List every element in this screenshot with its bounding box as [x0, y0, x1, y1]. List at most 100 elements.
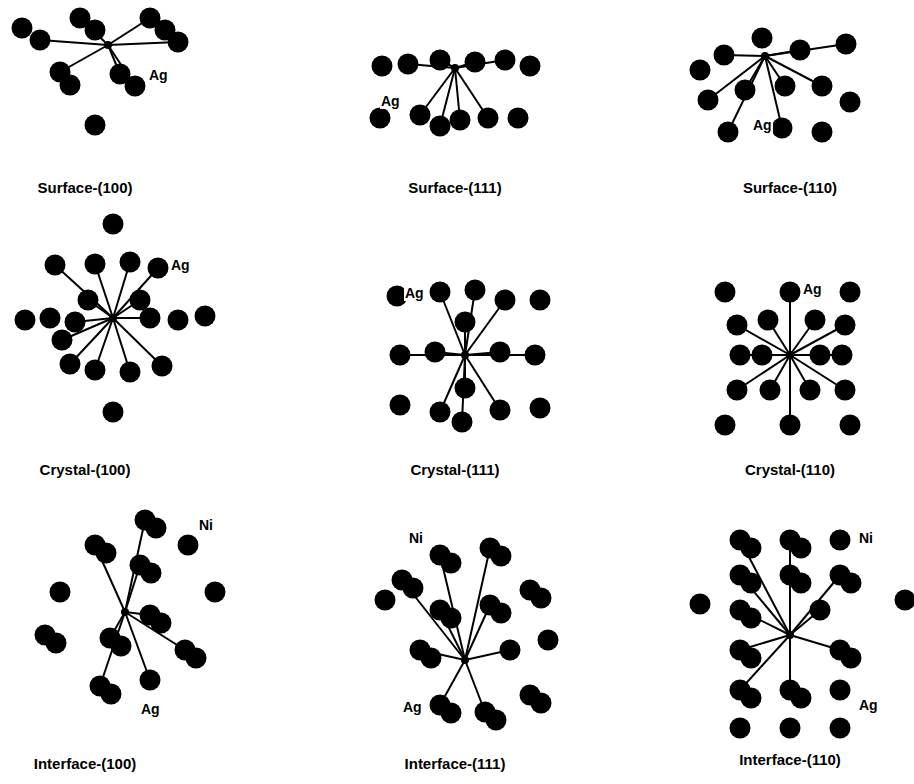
atom [840, 415, 861, 436]
atom-label: Ag [380, 94, 401, 109]
atom [45, 255, 66, 276]
atom [800, 380, 821, 401]
atom [430, 116, 451, 137]
atom-label: Ag [404, 286, 425, 301]
atom [430, 282, 451, 303]
panel-caption: Interface-(100) [34, 756, 137, 773]
atom [698, 90, 719, 111]
atom [840, 282, 861, 303]
atom [441, 608, 462, 629]
atom [50, 582, 71, 603]
atom-label: Ag [140, 702, 161, 717]
atom [718, 122, 739, 143]
central-atom [761, 52, 769, 60]
atom [495, 50, 516, 71]
atom [841, 648, 862, 669]
atom [430, 402, 451, 423]
atom [780, 282, 801, 303]
atom [836, 34, 857, 55]
panel-caption: Surface-(110) [743, 180, 837, 197]
atom [186, 648, 207, 669]
central-atom [461, 351, 469, 359]
atom [775, 76, 796, 97]
atom [455, 312, 476, 333]
atom [390, 395, 411, 416]
atom [690, 594, 711, 615]
atom [390, 345, 411, 366]
atom [441, 703, 462, 724]
atom [525, 345, 546, 366]
atom [727, 315, 748, 336]
atom [772, 118, 793, 139]
panel-caption: Crystal-(111) [410, 462, 499, 479]
atom [715, 415, 736, 436]
atom [148, 258, 169, 279]
atom [490, 342, 511, 363]
atom-label: Ag [802, 282, 823, 297]
atom [441, 553, 462, 574]
atom [60, 354, 81, 375]
atom [486, 710, 507, 731]
atom [812, 76, 833, 97]
atom-label: Ag [752, 118, 773, 133]
atom [495, 290, 516, 311]
atom [103, 214, 124, 235]
panel-caption: Crystal-(100) [40, 462, 131, 479]
atom [490, 400, 511, 421]
atom [146, 518, 167, 539]
atom-label: Ni [858, 531, 874, 546]
atom [140, 308, 161, 329]
atom [760, 380, 781, 401]
atom [101, 684, 122, 705]
atom [832, 345, 853, 366]
central-atom [109, 314, 117, 322]
atom [40, 308, 61, 329]
atom-label: Ni [198, 518, 214, 533]
atom [758, 310, 779, 331]
panel-caption: Interface-(110) [739, 752, 841, 769]
atom [508, 108, 529, 129]
atom [205, 582, 226, 603]
atom [410, 105, 431, 126]
bond-line [125, 612, 185, 650]
central-atom [461, 656, 469, 664]
atom [178, 535, 199, 556]
atom [752, 28, 773, 49]
atom [741, 538, 762, 559]
atom [895, 590, 914, 611]
atom [85, 115, 106, 136]
atom [830, 680, 851, 701]
atom [78, 290, 99, 311]
atom [790, 40, 811, 61]
atom [15, 310, 36, 331]
atom [730, 718, 751, 739]
panel-caption: Surface-(100) [37, 180, 132, 197]
atom [130, 290, 151, 311]
atom [810, 345, 831, 366]
atom [85, 254, 106, 275]
atom [791, 573, 812, 594]
atom [835, 380, 856, 401]
atom [370, 108, 391, 129]
atom [538, 630, 559, 651]
atom [195, 306, 216, 327]
atom [730, 345, 751, 366]
atom [60, 75, 81, 96]
atom [491, 603, 512, 624]
atom [840, 92, 861, 113]
atom-label: Ag [170, 258, 191, 273]
bond-line [789, 540, 791, 635]
atom [465, 280, 486, 301]
atom [430, 50, 451, 71]
atom [52, 330, 73, 351]
bond-line [55, 265, 113, 318]
atom [65, 312, 86, 333]
atom [125, 76, 146, 97]
central-atom [786, 631, 794, 639]
atom [375, 590, 396, 611]
atom [741, 608, 762, 629]
central-atom [121, 608, 129, 616]
atom [835, 315, 856, 336]
atom [714, 45, 735, 66]
